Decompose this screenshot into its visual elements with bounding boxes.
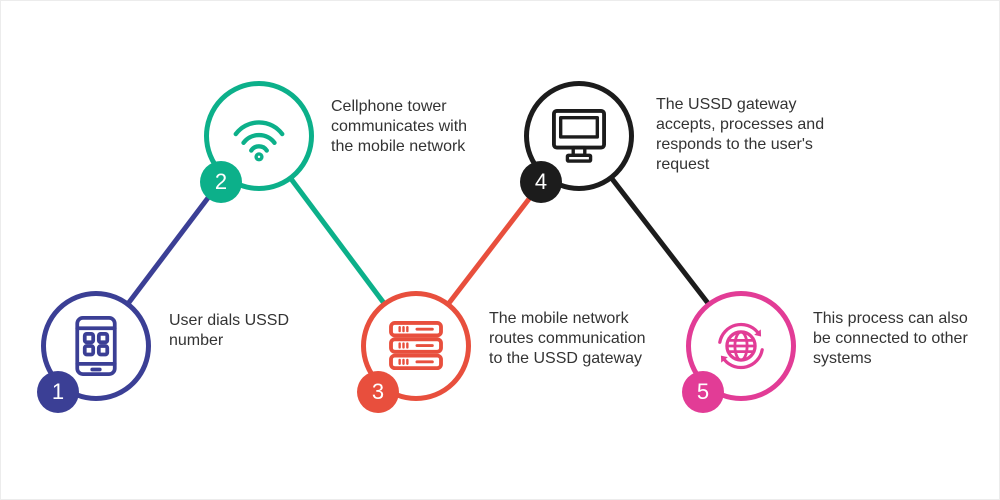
step-1-circle [41,291,151,401]
step-2-description: Cellphone tower communicates with the mo… [331,98,468,155]
step-3-description: The mobile network routes communication … [489,310,646,367]
step-5-number-badge: 5 [682,371,724,413]
step-3-node: 3 [357,291,471,413]
step-5-node: 5 [682,291,796,413]
globe-sync-icon [709,316,773,376]
step-4-node: 4 [520,81,634,203]
step-1-number-badge: 1 [37,371,79,413]
step-2-node: 2 [200,81,314,203]
step-5-description: This process can also be connected to ot… [813,310,968,367]
step-1-description: User dials USSD number [169,312,290,349]
step-3-number-badge: 3 [357,371,399,413]
step-1-node: 1 [37,291,151,413]
desktop-monitor-icon [552,109,606,163]
step-4-number-badge: 4 [520,161,562,203]
step-4-description: The USSD gateway accepts, processes and … [656,96,825,173]
step-2-number-badge: 2 [200,161,242,203]
server-stack-icon [389,321,443,371]
smartphone-keypad-icon [75,316,117,376]
wifi-signal-icon [228,110,290,162]
